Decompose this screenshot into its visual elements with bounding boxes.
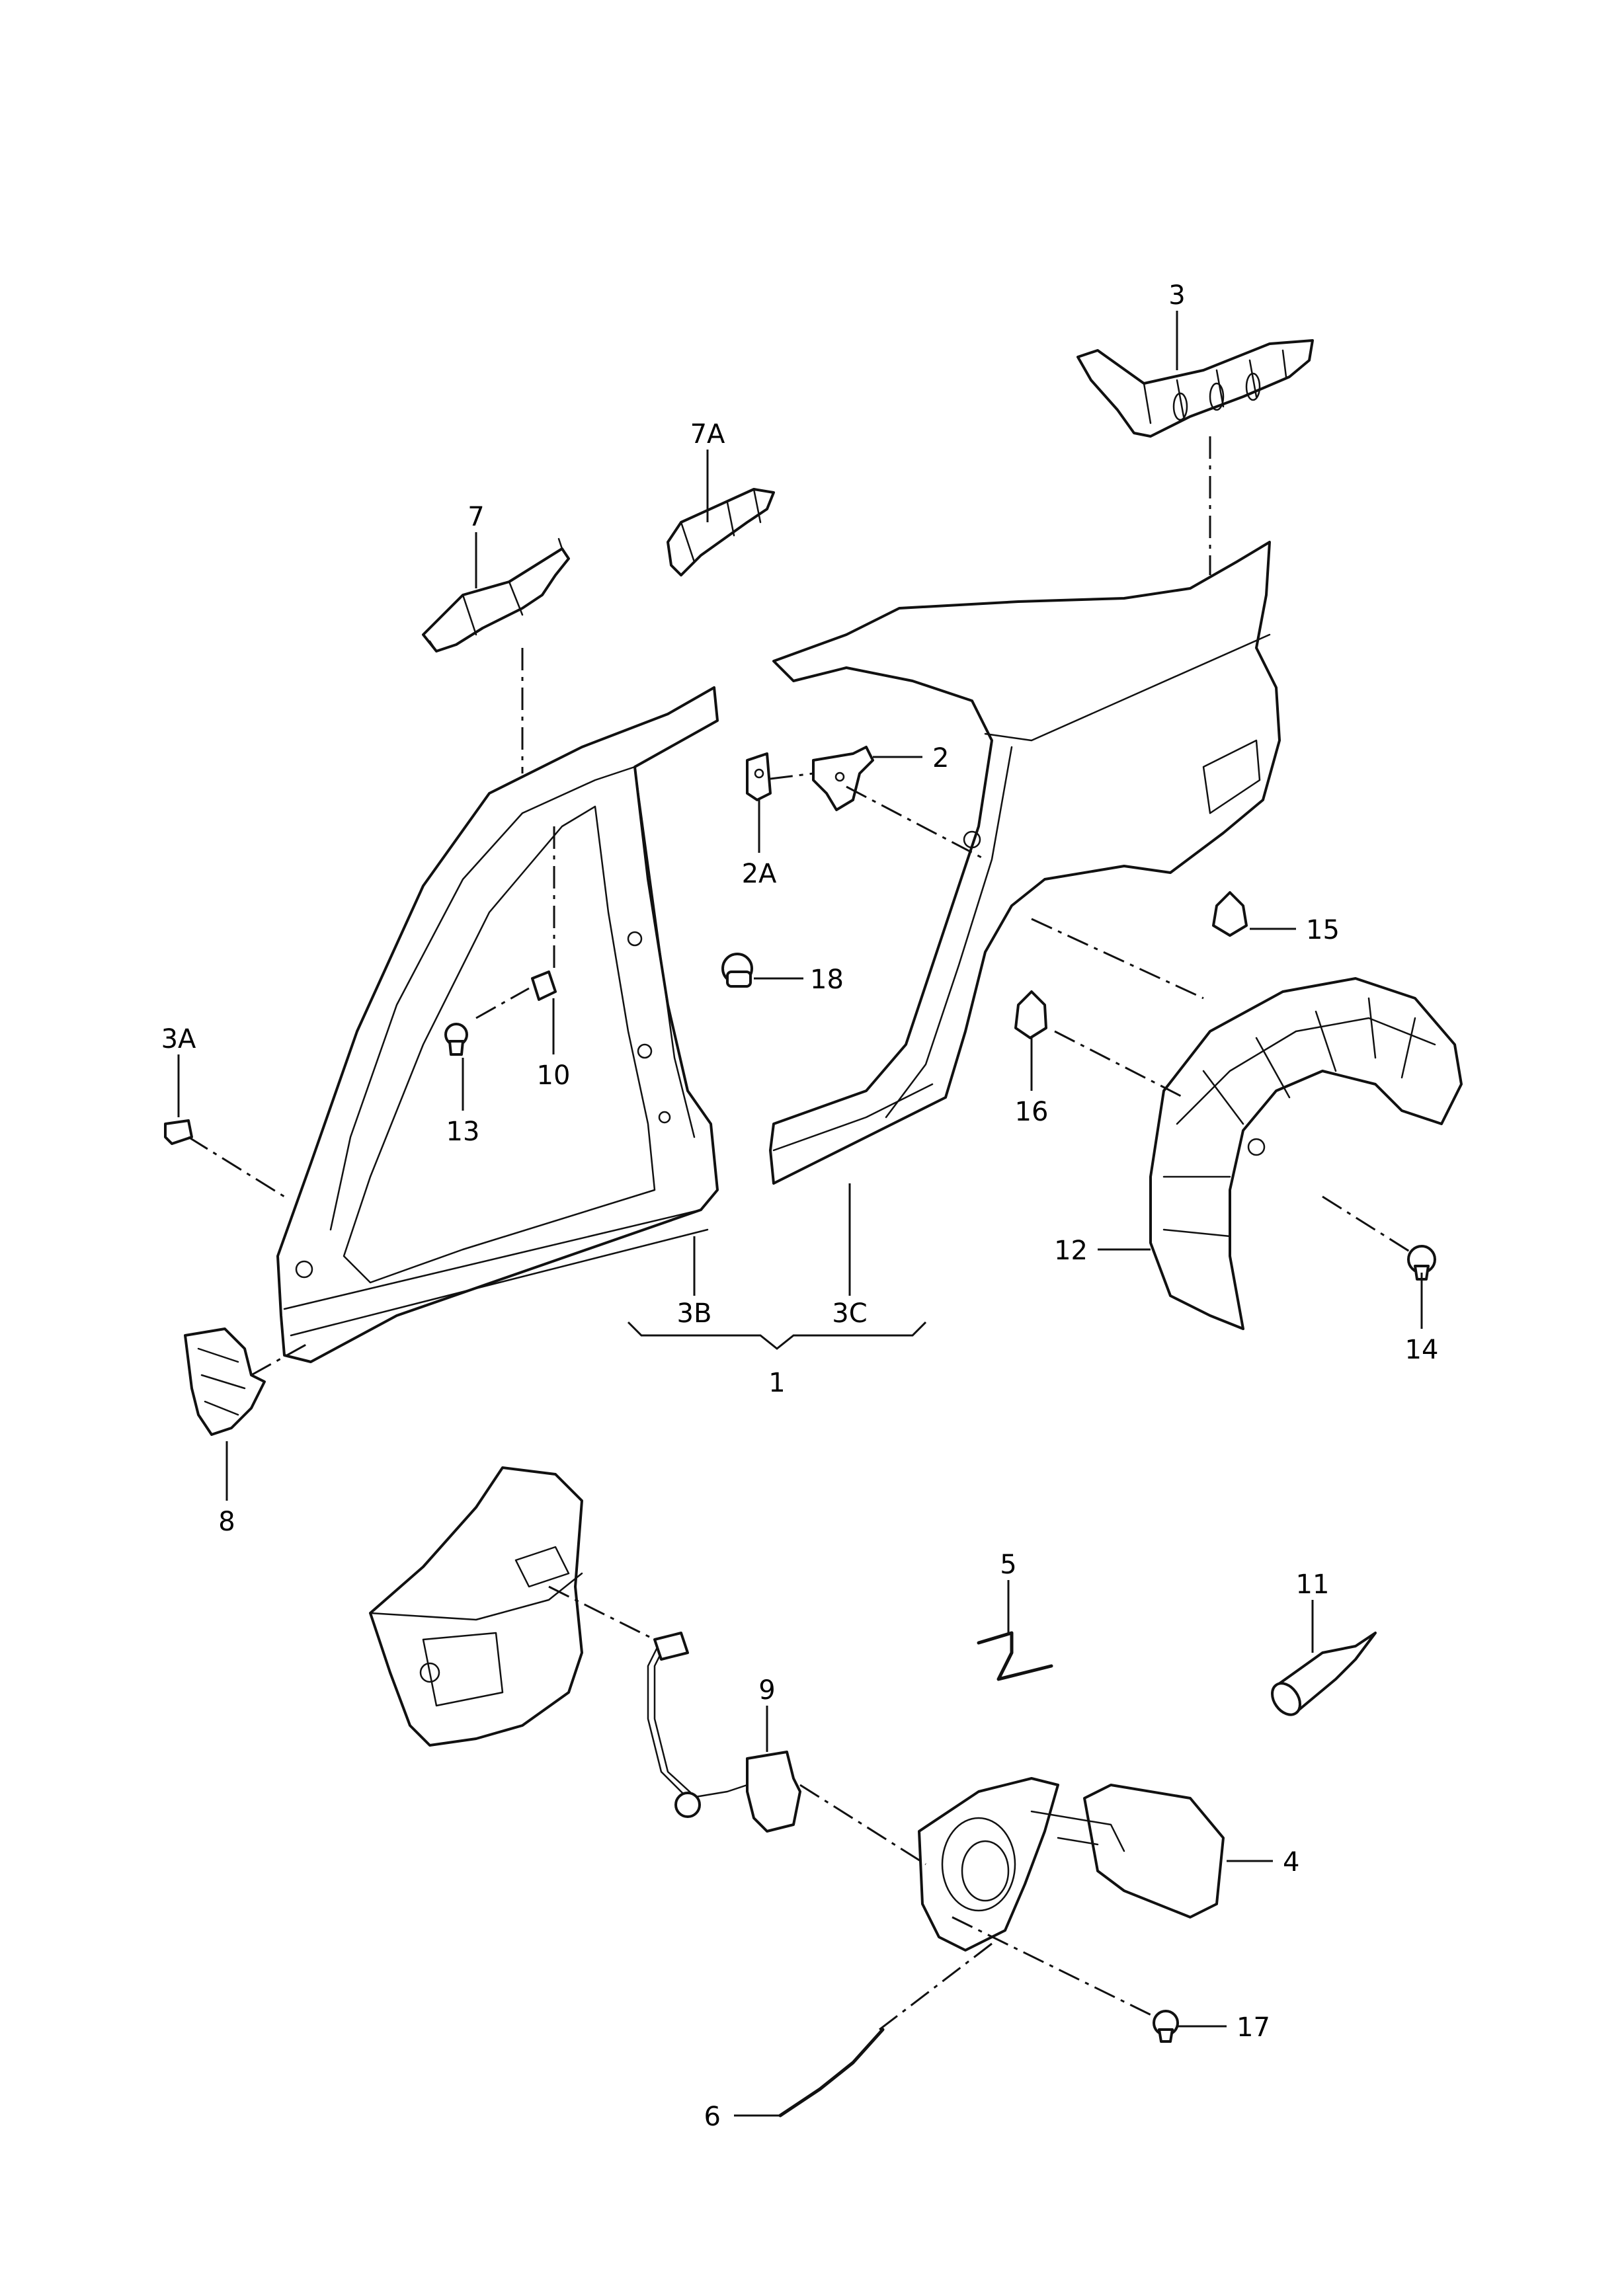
callout-3a: 3A — [161, 1024, 196, 1054]
callout-11: 11 — [1296, 1569, 1330, 1600]
part-5-spring-clip — [977, 1631, 1053, 1681]
part-2-hinge-bracket — [812, 746, 874, 811]
part-3-rear-reinforcement — [1076, 339, 1314, 438]
callout-5: 5 — [1000, 1550, 1016, 1580]
callout-3c: 3C — [832, 1298, 867, 1329]
part-18-screw — [721, 953, 753, 988]
callout-labels: 3 7A 7 2 2A 18 10 13 3A 15 16 12 14 8 3B… — [161, 280, 1439, 2132]
part-3a-clip — [164, 1119, 193, 1145]
callout-13: 13 — [446, 1117, 480, 1147]
callout-7: 7 — [467, 502, 484, 532]
body-section-outline — [369, 1466, 583, 1747]
part-10-plug — [531, 970, 557, 1001]
callout-12: 12 — [1054, 1236, 1088, 1266]
part-15-clip — [1212, 891, 1248, 937]
part-17-screw — [1153, 2010, 1179, 2043]
callout-1: 1 — [768, 1368, 785, 1398]
part-3b-front-side-panel — [276, 686, 719, 1363]
callout-14: 14 — [1405, 1335, 1439, 1365]
part-13-screw — [444, 1023, 468, 1056]
callout-6: 6 — [704, 2102, 721, 2132]
part-4-fuel-filler-flap — [918, 1777, 1225, 1952]
part-6-rod — [778, 2028, 885, 2118]
part-7a-pillar-bracket — [667, 488, 775, 576]
part-12-wheel-housing-liner — [1149, 977, 1463, 1330]
callout-2a: 2A — [742, 859, 777, 889]
callout-17: 17 — [1237, 2012, 1270, 2043]
callout-3: 3 — [1168, 280, 1185, 311]
callout-2: 2 — [932, 743, 949, 773]
callout-15: 15 — [1306, 915, 1340, 945]
callout-18: 18 — [810, 965, 844, 995]
part-3c-rear-quarter-panel — [769, 541, 1281, 1185]
callout-7a: 7A — [690, 419, 725, 450]
callout-3b: 3B — [677, 1298, 712, 1329]
part-9-actuator — [647, 1632, 801, 1833]
callout-8: 8 — [218, 1507, 235, 1537]
part-8-bracket — [184, 1327, 266, 1436]
part-2a-bracket — [746, 752, 772, 801]
leader-lines — [177, 311, 1423, 2117]
callout-4: 4 — [1283, 1847, 1299, 1878]
callout-10: 10 — [537, 1060, 571, 1091]
part-16-clip — [1014, 990, 1047, 1039]
part-11-adhesive-tube — [1271, 1632, 1377, 1716]
part-7-pillar-bracket — [422, 537, 570, 653]
assembly-lines — [188, 436, 1412, 2031]
callout-16: 16 — [1015, 1097, 1049, 1127]
callout-9: 9 — [758, 1675, 775, 1706]
